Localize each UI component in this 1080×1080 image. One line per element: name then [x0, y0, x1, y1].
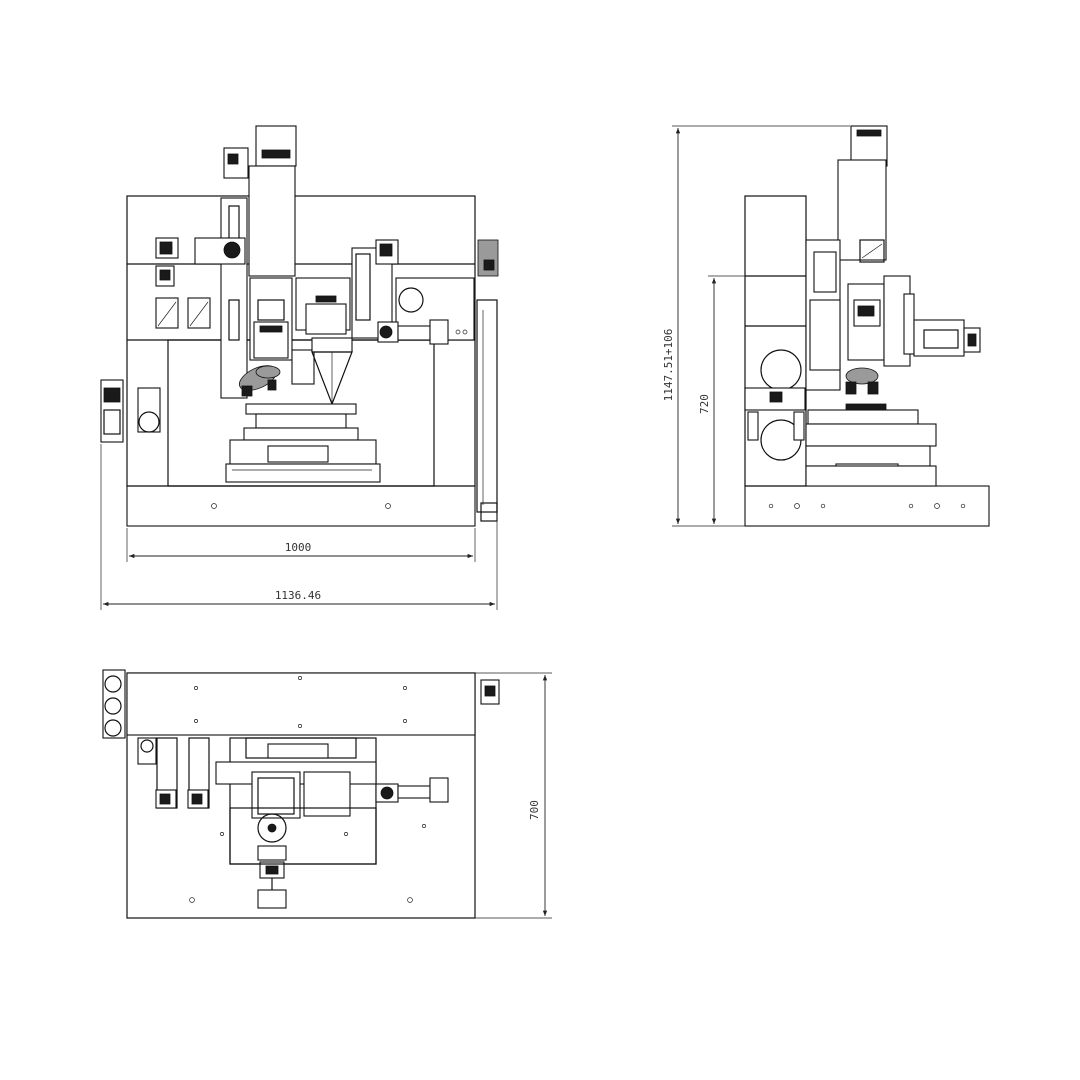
side-overall-height-label: 1147.51+106	[662, 329, 675, 402]
side-table-height-label: 720	[698, 394, 711, 414]
front-overall-width-label: 1136.46	[275, 589, 321, 602]
front-overall-width-dimension: 1136.46	[100, 444, 498, 610]
front-width-label: 1000	[285, 541, 312, 554]
top-view	[102, 669, 500, 919]
side-table-height-dimension: 720	[698, 275, 745, 524]
front-view	[100, 125, 499, 527]
side-overall-height-dimension: 1147.51+106	[662, 125, 850, 527]
side-view	[744, 125, 990, 527]
top-depth-label: 700	[528, 800, 541, 820]
top-depth-dimension: 700	[475, 672, 552, 919]
front-width-dimension: 1000	[126, 528, 476, 562]
